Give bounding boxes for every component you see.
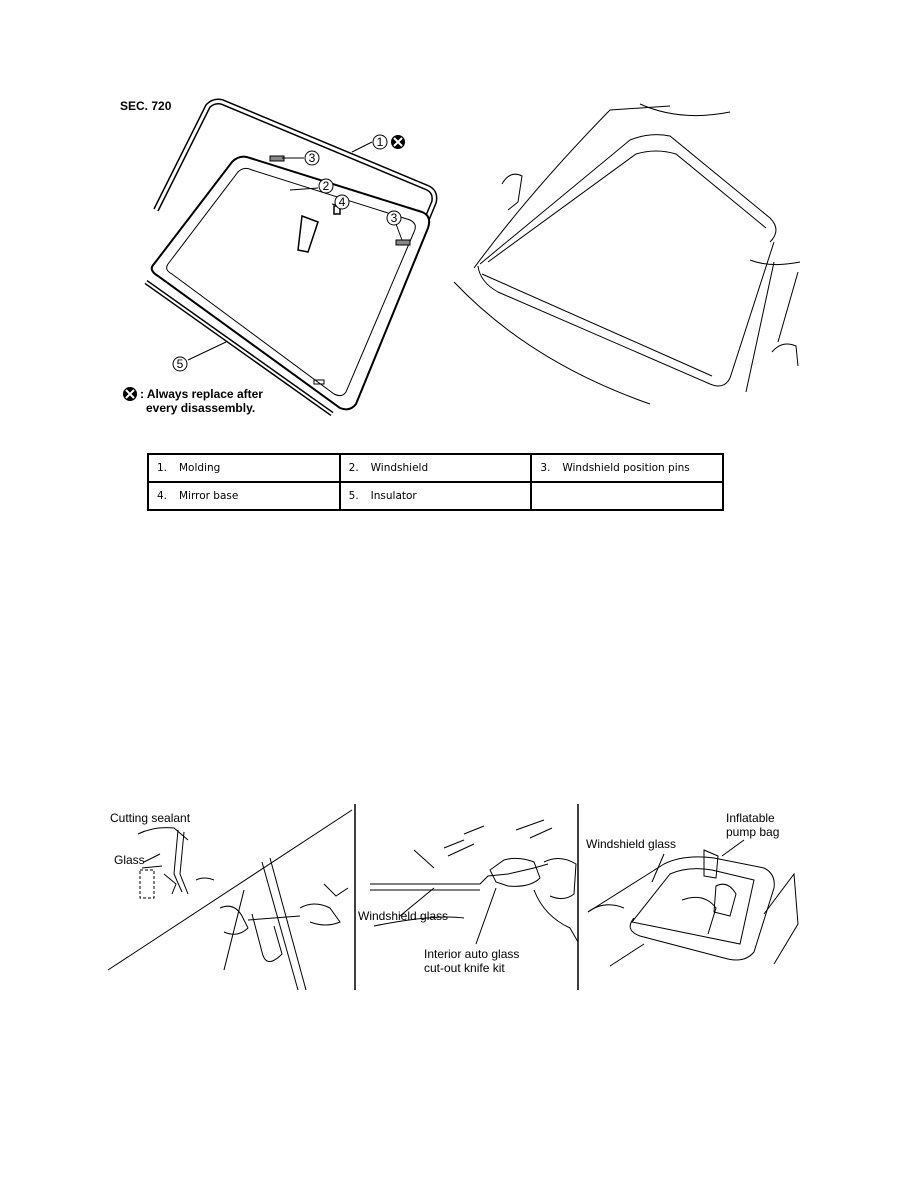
svg-text:3: 3 [391,211,398,225]
svg-text:cut-out knife kit: cut-out knife kit [424,961,505,975]
removal-procedure-diagram: Cutting sealant Glass [107,804,799,991]
table-cell: 2.Windshield [338,453,533,483]
vehicle-installed-view [453,103,801,405]
svg-text:3: 3 [309,151,316,165]
position-pin [269,155,285,162]
svg-text:: Always replace after: : Always replace after [140,387,263,401]
windshield-glass [150,155,431,411]
glass-mark [313,379,325,385]
svg-text:every disassembly.: every disassembly. [146,401,255,415]
callout-3-top: 3 [282,150,320,166]
svg-text:Interior auto glass: Interior auto glass [424,947,519,961]
svg-text:4: 4 [339,195,346,209]
windshield-exploded-diagram: SEC. 720 1 2 3 3 4 [120,98,801,417]
table-row: 4.Mirror base 5.Insulator [147,481,724,511]
parts-table: 1.Molding 2.Windshield 3.Windshield posi… [147,453,724,511]
svg-text:pump bag: pump bag [726,825,779,839]
table-cell: 1.Molding [147,453,341,483]
callout-3-right: 3 [386,210,403,241]
section-label: SEC. 720 [120,99,172,113]
panel-knife-kit: Windshield glass Interior auto glass cut… [358,819,579,975]
callout-5: 5 [172,341,227,372]
svg-text:2: 2 [323,179,330,193]
table-row: 1.Molding 2.Windshield 3.Windshield posi… [147,453,724,483]
replace-legend: : Always replace after every disassembly… [123,387,263,415]
svg-text:Cutting sealant: Cutting sealant [110,811,191,825]
svg-text:5: 5 [177,357,184,371]
mirror-bracket [297,214,319,253]
table-cell: 4.Mirror base [147,481,341,511]
panel-cutting-sealant: Cutting sealant Glass [107,809,353,991]
svg-text:1: 1 [377,135,384,149]
svg-text:Windshield glass: Windshield glass [358,909,448,923]
svg-text:Glass: Glass [114,853,145,867]
panel-inflatable-bag: Windshield glass Inflatable pump bag [586,811,799,967]
callout-4: 4 [331,194,350,210]
table-cell: 3.Windshield position pins [530,453,724,483]
table-cell [530,481,724,511]
callout-2: 2 [289,178,334,194]
position-pin [395,239,411,246]
table-cell: 5.Insulator [338,481,533,511]
callout-1: 1 [351,134,405,153]
svg-text:Inflatable: Inflatable [726,811,775,825]
svg-text:Windshield glass: Windshield glass [586,837,676,851]
